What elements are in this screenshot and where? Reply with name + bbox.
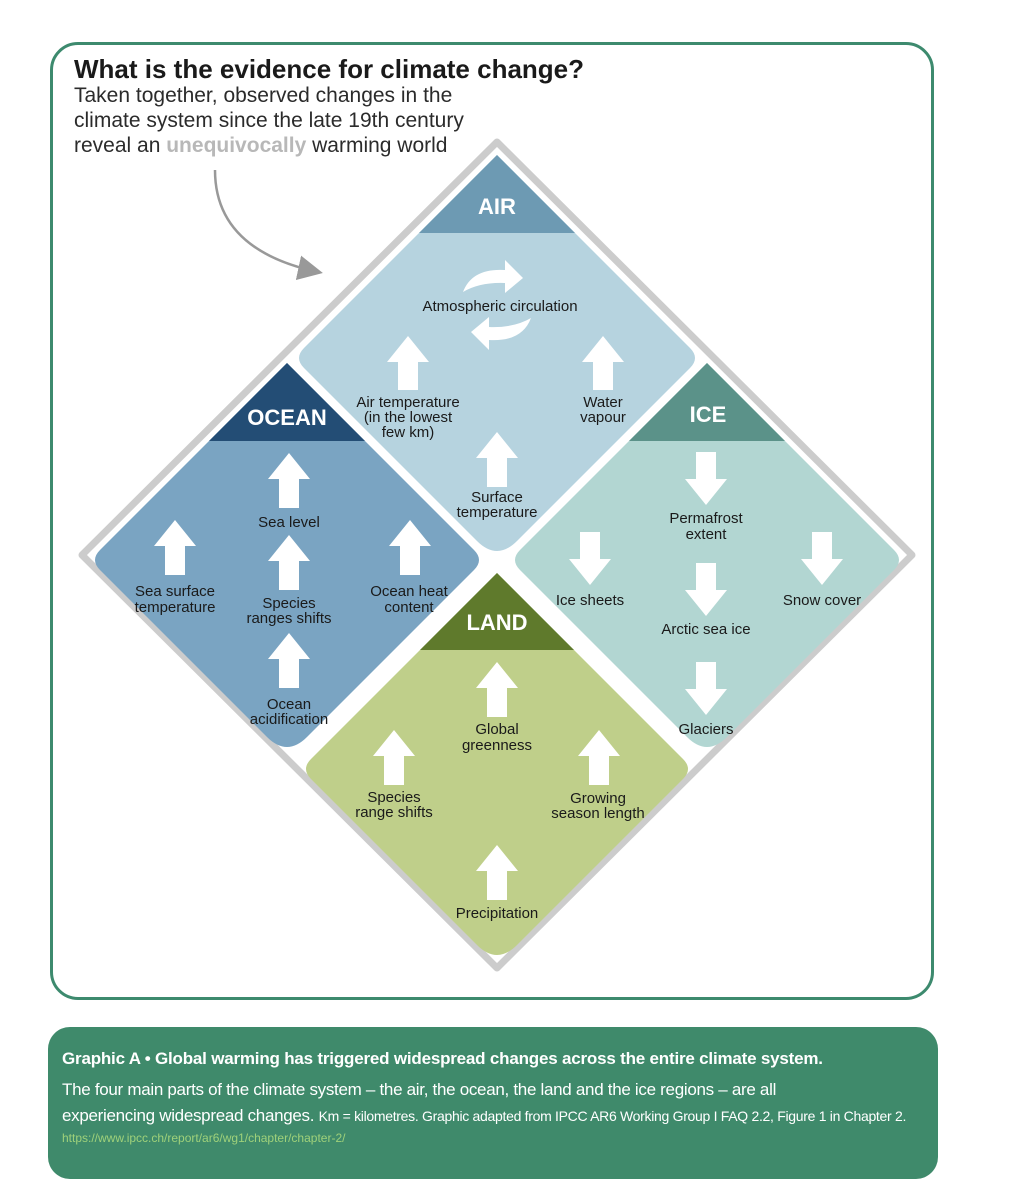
label-growing-season-2: season length xyxy=(551,805,644,822)
page-title: What is the evidence for climate change? xyxy=(74,54,585,84)
arrow-up-icon xyxy=(387,336,429,390)
ice-title: ICE xyxy=(690,402,727,427)
label-arctic-sea-ice: Arctic sea ice xyxy=(661,621,750,638)
subtitle-line-3-pre: reveal an xyxy=(74,134,167,157)
subtitle-line-1: Taken together, observed changes in the xyxy=(74,84,453,107)
label-sea-level: Sea level xyxy=(258,514,320,531)
air-header-band xyxy=(299,155,695,233)
arrow-up-icon xyxy=(268,535,310,590)
label-precipitation: Precipitation xyxy=(456,905,539,922)
arrow-up-icon xyxy=(389,520,431,575)
arrow-up-icon xyxy=(476,432,518,487)
label-growing-season-1: Growing xyxy=(570,790,626,807)
land-panel xyxy=(306,573,688,955)
circulation-icon xyxy=(463,260,531,350)
arrow-up-icon xyxy=(268,633,310,688)
label-ocean-species-2: ranges shifts xyxy=(246,610,331,627)
arrow-up-icon xyxy=(154,520,196,575)
label-sea-surface-temperature-2: temperature xyxy=(135,599,216,616)
ice-panel xyxy=(515,363,899,747)
label-glaciers: Glaciers xyxy=(678,721,733,738)
label-surface-temperature-2: temperature xyxy=(457,504,538,521)
ocean-title: OCEAN xyxy=(247,405,326,430)
arrow-down-icon xyxy=(685,452,727,505)
arrow-up-icon xyxy=(476,845,518,900)
label-ice-sheets: Ice sheets xyxy=(556,592,624,609)
arrow-up-icon xyxy=(582,336,624,390)
outer-diamond xyxy=(78,138,916,972)
label-permafrost-2: extent xyxy=(686,526,728,543)
air-title: AIR xyxy=(478,194,516,219)
label-water-vapour-2: vapour xyxy=(580,409,626,426)
arrow-down-icon xyxy=(685,662,727,715)
arrow-down-icon xyxy=(685,563,727,616)
label-water-vapour-1: Water xyxy=(583,394,622,411)
label-permafrost-1: Permafrost xyxy=(669,510,743,527)
arrow-down-icon xyxy=(569,532,611,585)
label-air-temperature-3: few km) xyxy=(382,424,435,441)
label-ocean-species-1: Species xyxy=(262,595,315,612)
subtitle: Taken together, observed changes in the … xyxy=(74,83,514,158)
pointer-arrow xyxy=(213,169,323,281)
arrow-up-icon xyxy=(268,453,310,508)
arrow-up-icon xyxy=(476,662,518,717)
label-sea-surface-temperature-1: Sea surface xyxy=(135,583,215,600)
caption-note: Km = kilometres. Graphic adapted from IP… xyxy=(318,1108,907,1124)
caption-body-line-2: experiencing widespread changes. xyxy=(62,1106,319,1125)
label-ocean-acidification-1: Ocean xyxy=(267,696,311,713)
subtitle-emphasis: unequivocally xyxy=(166,134,307,157)
label-land-species-1: Species xyxy=(367,789,420,806)
source-link[interactable]: https://www.ipcc.ch/report/ar6/wg1/chapt… xyxy=(62,1131,346,1145)
air-panel xyxy=(299,155,695,551)
subtitle-line-2: climate system since the late 19th centu… xyxy=(74,109,464,132)
label-atmospheric-circulation: Atmospheric circulation xyxy=(422,298,577,315)
climate-diagram: AIR Atmospheric circulation Air temperat… xyxy=(78,138,916,972)
figure-frame xyxy=(50,42,934,1000)
arrow-up-icon xyxy=(578,730,620,785)
label-land-species-2: range shifts xyxy=(355,804,433,821)
arrow-up-icon xyxy=(373,730,415,785)
caption-body-line-1: The four main parts of the climate syste… xyxy=(62,1080,777,1099)
land-title: LAND xyxy=(466,610,527,635)
label-air-temperature-2: (in the lowest xyxy=(364,409,453,426)
label-global-greenness-2: greenness xyxy=(462,737,532,754)
label-snow-cover: Snow cover xyxy=(783,592,861,609)
caption-body: The four main parts of the climate syste… xyxy=(62,1077,922,1129)
label-ocean-acidification-2: acidification xyxy=(250,711,328,728)
arrow-down-icon xyxy=(801,532,843,585)
label-ocean-heat-content-2: content xyxy=(384,599,434,616)
subtitle-line-3-post: warming world xyxy=(306,134,448,157)
label-global-greenness-1: Global xyxy=(475,721,518,738)
label-air-temperature-1: Air temperature xyxy=(356,394,459,411)
caption-title: Graphic A • Global warming has triggered… xyxy=(62,1049,823,1068)
caption-box: Graphic A • Global warming has triggered… xyxy=(48,1027,938,1179)
label-surface-temperature-1: Surface xyxy=(471,489,523,506)
label-ocean-heat-content-1: Ocean heat xyxy=(370,583,448,600)
